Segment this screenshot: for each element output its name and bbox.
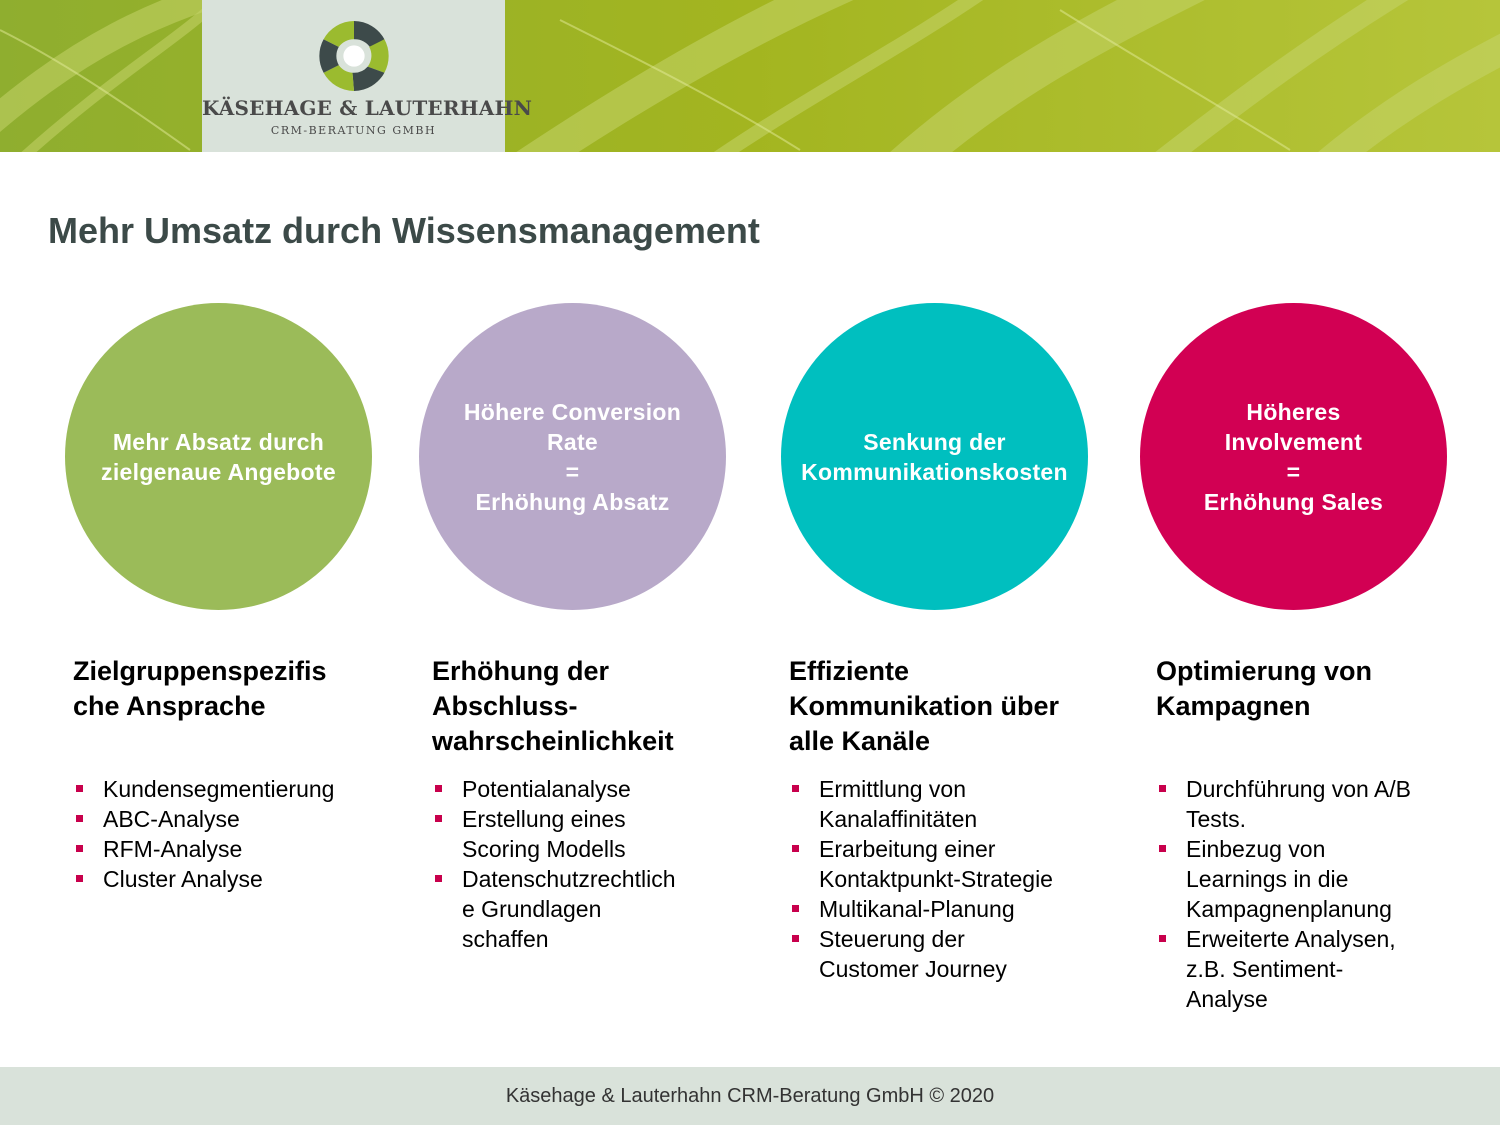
list-item: Steuerung der Customer Journey (789, 924, 1053, 984)
list-item-text: Ermittlung von Kanalaffinitäten (819, 776, 978, 832)
bullet-square-icon (435, 875, 442, 882)
list-item: Ermittlung von Kanalaffinitäten (789, 774, 1053, 834)
list-item: Cluster Analyse (73, 864, 334, 894)
list-item-text: ABC-Analyse (103, 806, 240, 832)
circle-communication-costs: Senkung der Kommunikationskosten (781, 303, 1088, 610)
circle-label: Senkung der Kommunikationskosten (801, 428, 1068, 485)
bullet-square-icon (76, 845, 83, 852)
list-item-text: RFM-Analyse (103, 836, 243, 862)
list-item: Einbezug von Learnings in die Kampagnenp… (1156, 834, 1411, 924)
bullet-list: Kundensegmentierung ABC-Analyse RFM-Anal… (73, 774, 334, 894)
list-item-text: Datenschutzrechtlich e Grundlagen schaff… (462, 866, 676, 952)
list-item-text: Erweiterte Analysen, z.B. Sentiment- Ana… (1186, 926, 1396, 1012)
column-heading: Zielgruppenspezifis che Ansprache (73, 656, 327, 721)
list-item-text: Erstellung eines Scoring Modells (462, 806, 626, 862)
swirl-logo-icon (319, 21, 389, 91)
logo-subtitle: CRM-BERATUNG GMBH (270, 124, 437, 137)
list-item: Erweiterte Analysen, z.B. Sentiment- Ana… (1156, 924, 1411, 1014)
logo[interactable]: KÄSEHAGE & LAUTERHAHN CRM-BERATUNG GMBH (202, 0, 533, 152)
list-item: Potentialanalyse (432, 774, 676, 804)
column-heading: Erhöhung der Abschluss- wahrscheinlichke… (432, 656, 674, 756)
page-title: Mehr Umsatz durch Wissensmanagement (48, 210, 760, 251)
circle-label: Höheres Involvement = Erhöhung Sales (1203, 398, 1384, 515)
bullet-square-icon (76, 815, 83, 822)
column-closing-probability: Erhöhung der Abschluss- wahrscheinlichke… (432, 654, 722, 952)
column-target-group: Zielgruppenspezifis che Ansprache Kunden… (73, 654, 373, 892)
list-item-text: Potentialanalyse (462, 776, 631, 802)
bullet-square-icon (792, 935, 799, 942)
bullet-list: Potentialanalyse Erstellung eines Scorin… (432, 774, 676, 954)
bullet-square-icon (435, 815, 442, 822)
bullet-list: Durchführung von A/B Tests. Einbezug von… (1156, 774, 1411, 1014)
column-efficient-communication: Effiziente Kommunikation über alle Kanäl… (789, 654, 1099, 982)
circle-sales-targeting: Mehr Absatz durch zielgenaue Angebote (65, 303, 372, 610)
list-item: RFM-Analyse (73, 834, 334, 864)
list-item-text: Erarbeitung einer Kontaktpunkt-Strategie (819, 836, 1053, 892)
bullet-square-icon (1159, 845, 1166, 852)
list-item: ABC-Analyse (73, 804, 334, 834)
bullet-square-icon (1159, 785, 1166, 792)
list-item-text: Durchführung von A/B Tests. (1186, 776, 1412, 832)
column-campaign-optimization: Optimierung von Kampagnen Durchführung v… (1156, 654, 1456, 1012)
header-banner: KÄSEHAGE & LAUTERHAHN CRM-BERATUNG GMBH (0, 0, 1500, 152)
list-item: Datenschutzrechtlich e Grundlagen schaff… (432, 864, 676, 954)
circle-conversion-rate: Höhere Conversion Rate = Erhöhung Absatz (419, 303, 726, 610)
circle-label: Mehr Absatz durch zielgenaue Angebote (101, 428, 336, 485)
list-item: Erarbeitung einer Kontaktpunkt-Strategie (789, 834, 1053, 894)
list-item-text: Einbezug von Learnings in die Kampagnenp… (1186, 836, 1392, 922)
bullet-square-icon (792, 785, 799, 792)
circle-involvement: Höheres Involvement = Erhöhung Sales (1140, 303, 1447, 610)
bullet-square-icon (76, 875, 83, 882)
list-item: Kundensegmentierung (73, 774, 334, 804)
list-item-text: Cluster Analyse (103, 866, 263, 892)
bullet-square-icon (76, 785, 83, 792)
circle-label: Höhere Conversion Rate = Erhöhung Absatz (463, 398, 682, 515)
footer-copyright: Käsehage & Lauterhahn CRM-Beratung GmbH … (0, 1067, 1500, 1125)
column-heading: Effiziente Kommunikation über alle Kanäl… (789, 656, 1060, 756)
list-item: Erstellung eines Scoring Modells (432, 804, 676, 864)
list-item: Multikanal-Planung (789, 894, 1053, 924)
bullet-list: Ermittlung von Kanalaffinitäten Erarbeit… (789, 774, 1053, 984)
column-heading: Optimierung von Kampagnen (1156, 656, 1372, 721)
bullet-square-icon (792, 905, 799, 912)
logo-name: KÄSEHAGE & LAUTERHAHN (202, 96, 533, 120)
list-item-text: Steuerung der Customer Journey (819, 926, 1007, 982)
list-item: Durchführung von A/B Tests. (1156, 774, 1411, 834)
list-item-text: Kundensegmentierung (103, 776, 335, 802)
bullet-square-icon (792, 845, 799, 852)
bullet-square-icon (435, 785, 442, 792)
bullet-square-icon (1159, 935, 1166, 942)
list-item-text: Multikanal-Planung (819, 896, 1015, 922)
